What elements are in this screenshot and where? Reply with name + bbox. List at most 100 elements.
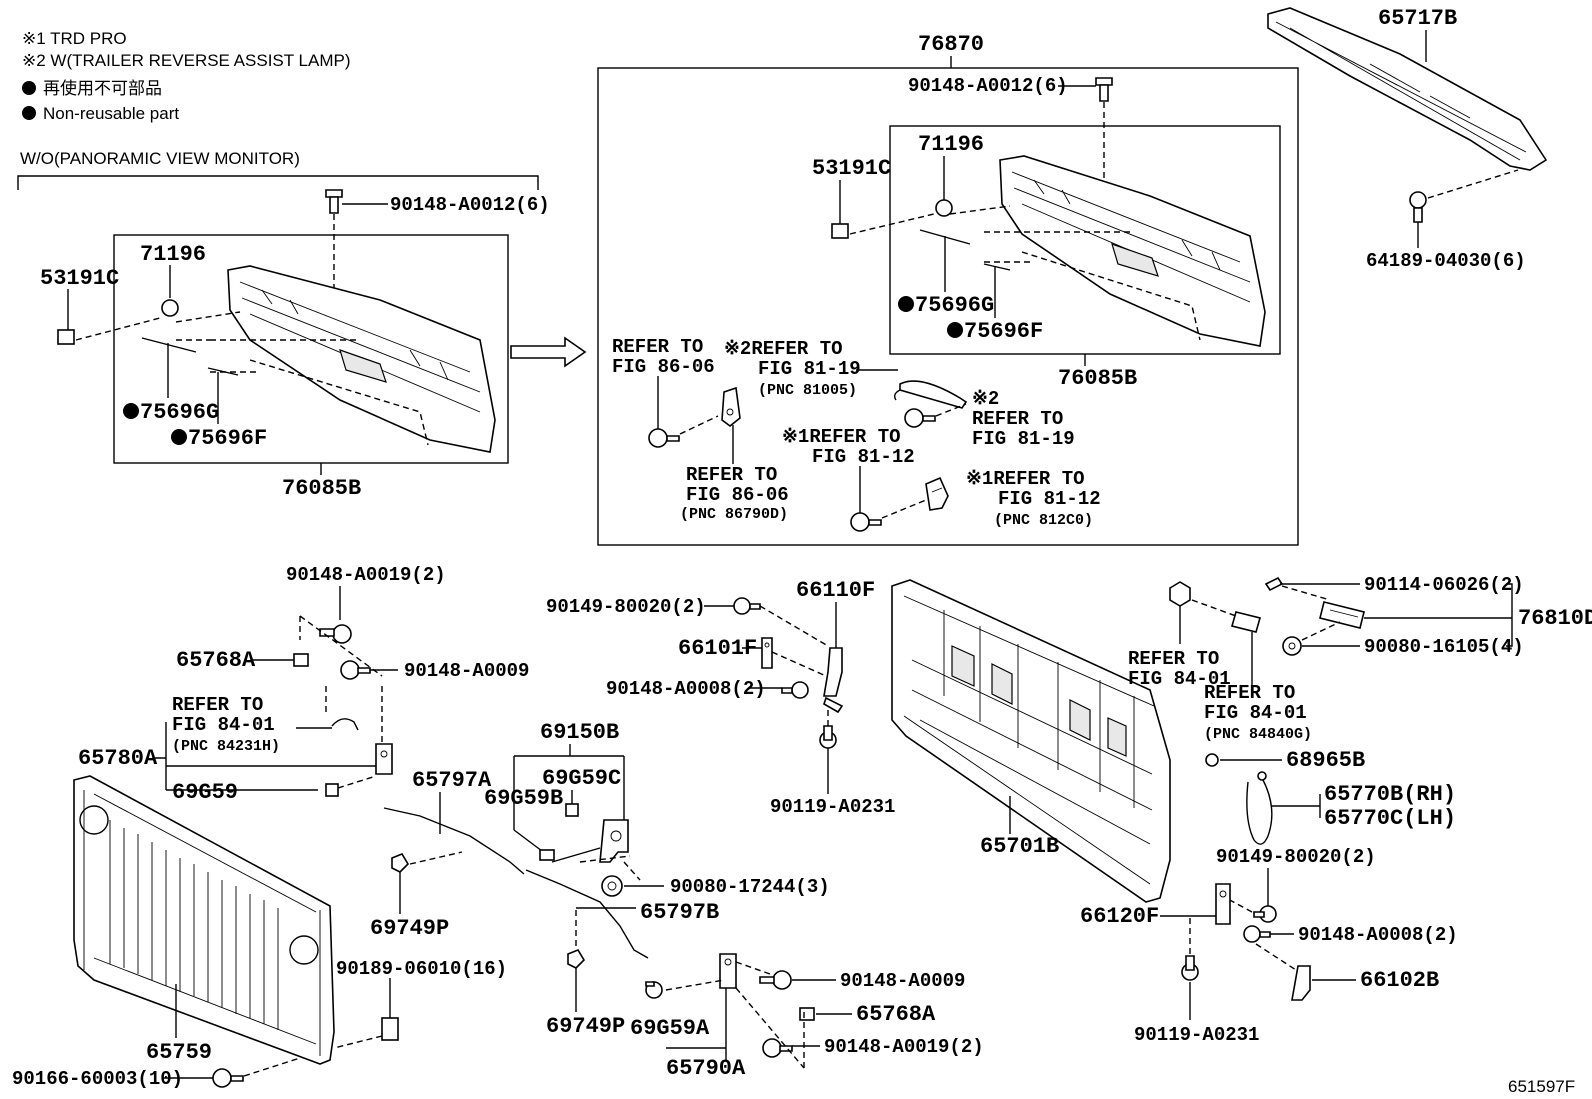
callout-69749p: 69749P xyxy=(370,916,449,941)
nut-icon xyxy=(1169,581,1191,607)
wo-panoramic-group: W/O(PANORAMIC VIEW MONITOR) 90148-A0012(… xyxy=(17,149,550,501)
tape-strip-icon xyxy=(207,367,239,376)
callout-53191c: 53191C xyxy=(812,156,891,181)
hinge-bracket-icon xyxy=(1215,883,1231,925)
callout-76810d: 76810D xyxy=(1518,606,1592,631)
nut-icon xyxy=(601,875,623,897)
non-reusable-dot-icon xyxy=(947,322,963,338)
screw-icon xyxy=(325,189,343,214)
callout-65780a: 65780A xyxy=(78,746,158,771)
hinge-bracket-icon xyxy=(823,647,844,714)
refer-to-label: ※1REFER TO xyxy=(782,426,901,448)
callout-90119-a0231: 90119-A0231 xyxy=(1134,1024,1259,1046)
refer-fig-81-19: FIG 81-19 xyxy=(758,358,861,380)
refer-to-label: REFER TO xyxy=(1204,682,1295,704)
callout-65701b: 65701B xyxy=(980,834,1059,859)
callout-76085b: 76085B xyxy=(1058,366,1137,391)
refer-fig-84-01: FIG 84-01 xyxy=(1128,668,1231,690)
inner-panel-65759-group: 90148-A0019(2) 65768A 90148-A0009 REFER … xyxy=(12,564,529,1090)
figure-id: 651597F xyxy=(1508,1077,1575,1096)
tailgate-inner-panel xyxy=(73,775,335,1065)
assembly-box xyxy=(597,67,1299,546)
rod-clip-icon xyxy=(331,718,359,731)
callout-69g59c: 69G59C xyxy=(542,766,621,791)
callout-65797a: 65797A xyxy=(412,768,492,793)
callout-90189-06010: 90189-06010(16) xyxy=(336,958,507,980)
callout-76870: 76870 xyxy=(918,32,984,57)
bolt-icon xyxy=(759,970,792,990)
callout-69150b: 69150B xyxy=(540,720,619,745)
rod-clip-icon xyxy=(539,849,555,861)
callout-90148-a0009: 90148-A0009 xyxy=(840,970,965,992)
callout-65797b: 65797B xyxy=(640,900,719,925)
callout-53191c: 53191C xyxy=(40,266,119,291)
refer-to-label: REFER TO xyxy=(686,464,777,486)
callout-65770b: 65770B(RH) xyxy=(1324,782,1456,807)
control-rod xyxy=(525,869,649,959)
protector-65717b-group: 65717B 64189-04030(6) xyxy=(1267,6,1548,272)
bolt-icon xyxy=(340,660,371,680)
callout-90148-a0019: 90148-A0019(2) xyxy=(286,564,446,586)
callout-90119-a0231: 90119-A0231 xyxy=(770,796,895,818)
clip-icon xyxy=(325,783,339,797)
bolt-icon xyxy=(819,725,837,749)
callout-65768a: 65768A xyxy=(856,1002,936,1027)
callout-90080-16105: 90080-16105(4) xyxy=(1364,636,1524,658)
callout-75696g: 75696G xyxy=(915,293,994,318)
refer-to-label: REFER TO xyxy=(172,694,263,716)
lock-assembly-icon xyxy=(375,743,393,775)
callout-71196: 71196 xyxy=(140,242,206,267)
callout-66120f: 66120F xyxy=(1080,904,1159,929)
callout-65770c: 65770C(LH) xyxy=(1324,806,1456,831)
callout-65768a: 65768A xyxy=(176,648,256,673)
callout-75696f: 75696F xyxy=(964,319,1043,344)
tape-strip-icon xyxy=(983,263,1011,271)
bolt-icon xyxy=(645,981,663,999)
legend: ※1 TRD PRO ※2 W(TRAILER REVERSE ASSIST L… xyxy=(22,29,351,123)
screw-icon xyxy=(212,1068,244,1088)
callout-90148-a0012: 90148-A0012(6) xyxy=(390,194,550,216)
callout-65759: 65759 xyxy=(146,1040,212,1065)
non-reusable-dot-icon xyxy=(22,81,36,95)
nut-icon xyxy=(293,653,309,667)
callout-75696f: 75696F xyxy=(188,426,267,451)
tailgate-protector-strip xyxy=(1267,7,1548,171)
callout-76085b: 76085B xyxy=(282,476,361,501)
refer-to-label: ※2REFER TO xyxy=(724,338,843,360)
callout-90080-17244: 90080-17244(3) xyxy=(670,876,830,898)
refer-fig-86-06: FIG 86-06 xyxy=(612,356,715,378)
callout-69g59: 69G59 xyxy=(172,780,238,805)
nut-icon xyxy=(799,1007,815,1021)
callout-65717b: 65717B xyxy=(1378,6,1457,31)
callout-69g59b: 69G59B xyxy=(484,786,563,811)
refer-pnc-86790d: (PNC 86790D) xyxy=(680,506,788,523)
refer-fig-81-12: FIG 81-12 xyxy=(812,446,915,468)
callout-90149-80020: 90149-80020(2) xyxy=(546,596,706,618)
callout-90148-a0019: 90148-A0019(2) xyxy=(824,1036,984,1058)
arrow-right-icon xyxy=(510,336,587,368)
tailgate-trim-panel xyxy=(999,155,1266,347)
nut-icon xyxy=(57,329,75,345)
support-cable-icon xyxy=(1246,771,1273,845)
camera-bracket-icon xyxy=(721,386,741,428)
callout-68965b: 68965B xyxy=(1286,748,1365,773)
lock-and-rod-group: 90149-80020(2) 66110F 66101F 90148-A0008… xyxy=(484,578,984,1081)
refer-to-label: REFER TO xyxy=(972,408,1063,430)
legend-nonreusable-jp: 再使用不可部品 xyxy=(43,78,162,98)
screw-icon xyxy=(1409,191,1427,223)
callout-90148-a0008: 90148-A0008(2) xyxy=(1298,924,1458,946)
clip-icon xyxy=(381,1017,399,1041)
license-lamp-icon xyxy=(1319,601,1365,629)
hinge-bracket-icon xyxy=(761,637,773,669)
rod-clip-icon xyxy=(391,853,410,873)
refer-pnc-84231h: (PNC 84231H) xyxy=(172,738,280,755)
callout-90114-06026: 90114-06026(2) xyxy=(1364,574,1524,596)
callout-90148-a0012: 90148-A0012(6) xyxy=(908,75,1068,97)
screw-icon xyxy=(1264,576,1284,592)
bolt-icon xyxy=(850,512,882,532)
callout-71196: 71196 xyxy=(918,132,984,157)
refer-fig-86-06: FIG 86-06 xyxy=(686,484,789,506)
callout-69749p: 69749P xyxy=(546,1014,625,1039)
refer-pnc-81005: (PNC 81005) xyxy=(758,382,857,399)
nut-icon xyxy=(1282,636,1302,656)
